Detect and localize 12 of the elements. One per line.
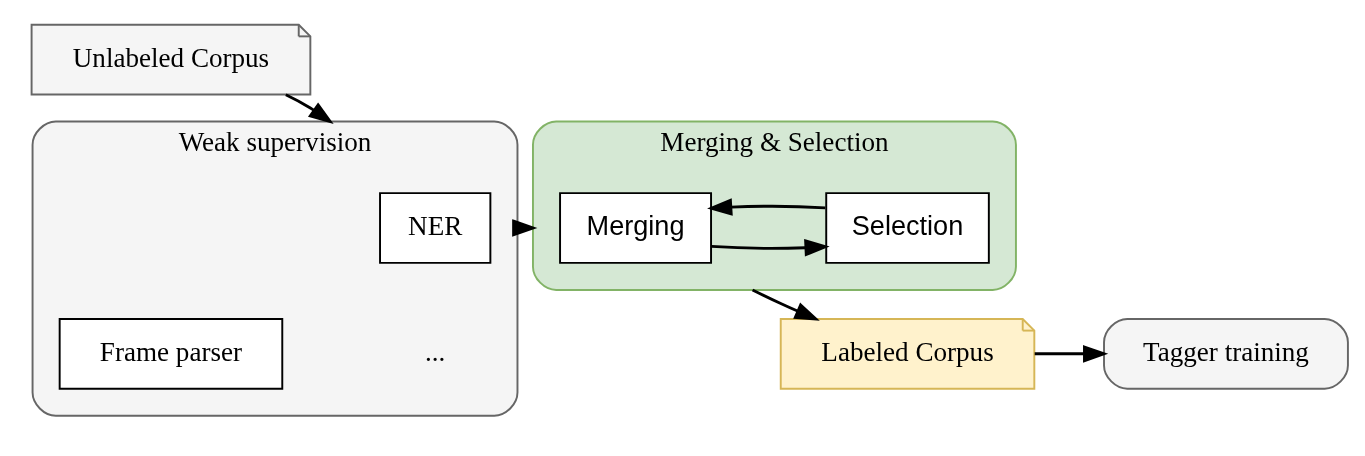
arrow [751, 288, 820, 321]
arrow [285, 93, 334, 125]
arrow [512, 219, 538, 237]
node-box: Merging [559, 192, 712, 264]
arrow [707, 198, 826, 216]
node-box: Tagger training [1103, 318, 1349, 390]
node-box: Selection [825, 192, 990, 264]
node-box: Frame parser [58, 318, 284, 390]
arrow [711, 238, 830, 257]
label: ... [425, 336, 446, 367]
arrow [1034, 345, 1109, 363]
node-box: NER [379, 192, 492, 264]
